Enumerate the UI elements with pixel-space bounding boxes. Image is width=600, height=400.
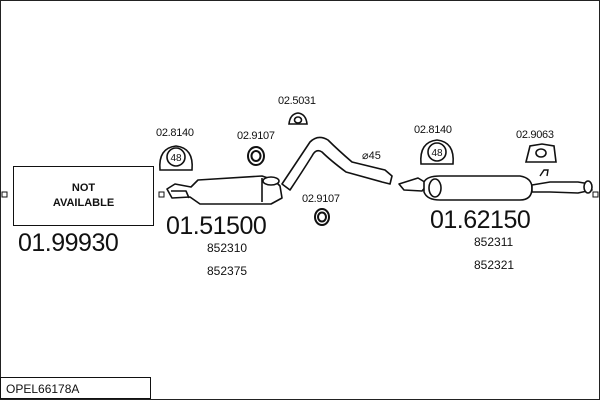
rear-silencer-icon	[398, 175, 593, 201]
clamp-icon-rear: 48	[420, 139, 454, 165]
left-connector-marker	[1, 191, 8, 198]
rear-clamp-code[interactable]: 02.8140	[414, 124, 452, 136]
right-connector-marker	[592, 191, 599, 198]
pipe-diameter-label: ⌀45	[362, 150, 381, 162]
model-code: OPEL66178A	[6, 382, 80, 396]
not-available-label: NOT AVAILABLE	[52, 182, 115, 209]
rear-hanger-code[interactable]: 02.9063	[516, 129, 554, 141]
clamp-icon-middle: 48	[159, 145, 193, 171]
rear-part-code[interactable]: 01.62150	[430, 206, 531, 234]
middle-ref-1: 852310	[207, 241, 248, 255]
middle-hanger-code[interactable]: 02.5031	[278, 95, 316, 107]
rubber-ring-icon-upper	[247, 146, 265, 166]
middle-ring-lower-code[interactable]: 02.9107	[302, 193, 340, 205]
middle-ref-2: 852375	[207, 264, 248, 278]
clamp-size-middle: 48	[170, 153, 182, 164]
hanger-icon-middle	[288, 112, 308, 125]
middle-part-code[interactable]: 01.51500	[166, 212, 267, 240]
clamp-size-rear: 48	[431, 148, 443, 159]
rear-ref-1: 852311	[474, 235, 514, 249]
model-code-box: OPEL66178A	[0, 377, 151, 399]
rear-hanger-small-icon	[539, 169, 549, 177]
middle-ring-upper-code[interactable]: 02.9107	[237, 130, 275, 142]
hanger-icon-rear	[524, 143, 557, 163]
front-connector-marker	[158, 191, 165, 198]
front-part-code[interactable]: 01.99930	[18, 229, 119, 257]
rear-ref-2: 852321	[474, 258, 515, 272]
rubber-ring-icon-lower	[314, 208, 330, 226]
middle-silencer-icon	[166, 136, 393, 205]
middle-clamp-code[interactable]: 02.8140	[156, 127, 194, 139]
not-available-box: NOT AVAILABLE	[13, 166, 154, 226]
